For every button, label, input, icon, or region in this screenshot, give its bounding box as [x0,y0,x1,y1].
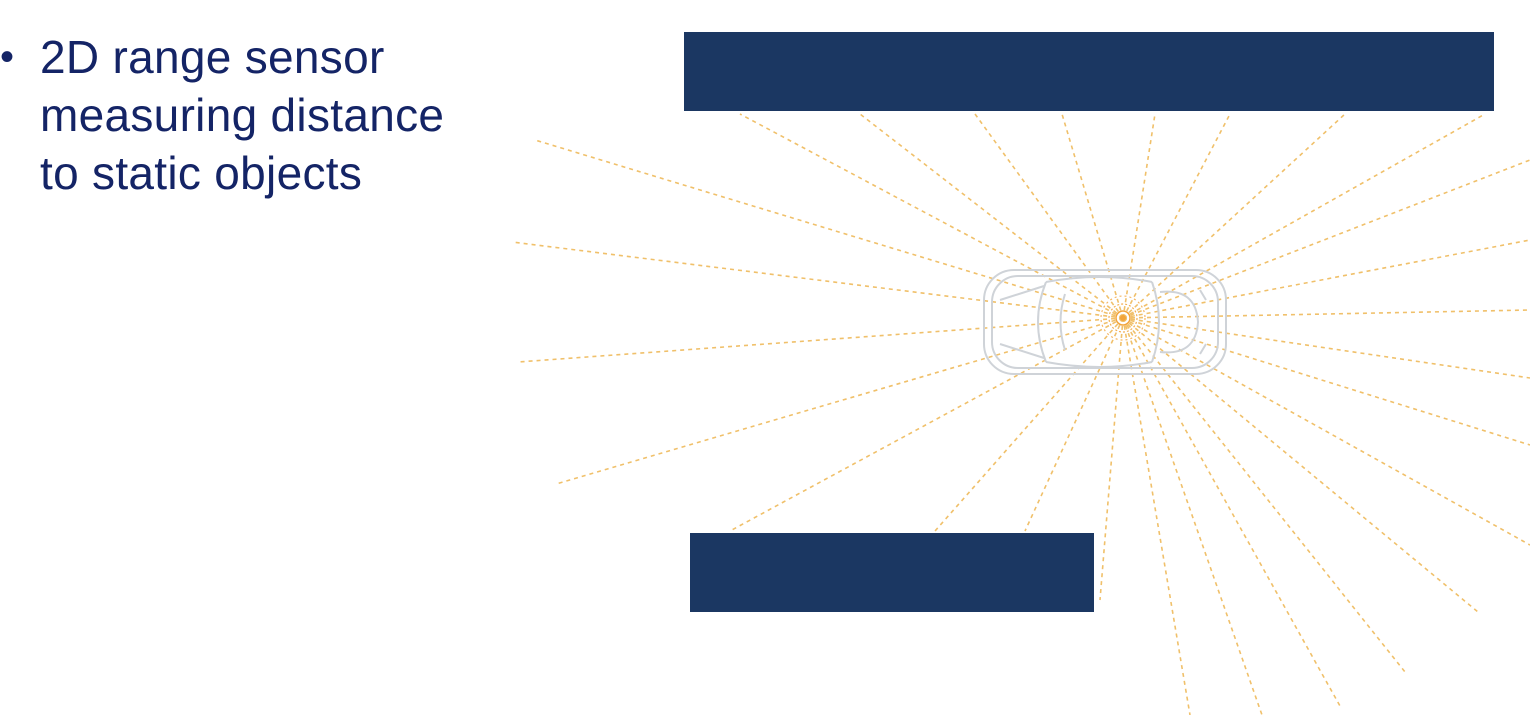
bullet-dot: • [0,35,15,79]
sensor-ray [1122,113,1231,319]
bullet-list: • 2D range sensor measuring distance to … [0,28,480,202]
obstacle-bottom [690,533,1094,612]
sensor-ray [1122,317,1191,715]
sensor-ray [1122,239,1530,319]
sensor-rays [511,113,1530,715]
sensor-ray [1122,113,1156,319]
bullet-line-2: measuring distance [40,89,445,141]
sensor-ray [1122,317,1479,613]
sensor-ray [934,317,1124,532]
bullet-text: 2D range sensor measuring distance to st… [40,28,480,202]
sensor-ray [1122,317,1530,546]
bullet-line-3: to static objects [40,147,363,199]
sensor-ray [1122,159,1530,319]
sensor-ray [729,317,1124,532]
sensor-ray [1122,309,1530,319]
range-sensor-icon [1100,295,1146,341]
sensor-ray [739,113,1124,319]
sensor-ray [974,113,1124,319]
sensor-ray [1122,317,1530,446]
sensor-ray [555,317,1124,485]
sensor-ray [1122,113,1486,319]
sensor-ray [1122,317,1406,673]
sensor-ray [534,139,1124,319]
sensor-ray [1122,317,1341,707]
sensor-ray [1122,113,1346,319]
sensor-ray [1099,317,1124,601]
bullet-item: • 2D range sensor measuring distance to … [0,28,480,202]
sensor-ray [517,317,1124,363]
sensor-ray [1061,113,1124,319]
sensor-ray [859,113,1124,319]
sensor-ray [1024,317,1124,532]
bullet-line-1: 2D range sensor [40,31,385,83]
obstacle-top [684,32,1494,111]
car-top-view-icon [983,269,1227,375]
sensor-ray [511,241,1124,319]
sensor-ray [1122,317,1263,715]
